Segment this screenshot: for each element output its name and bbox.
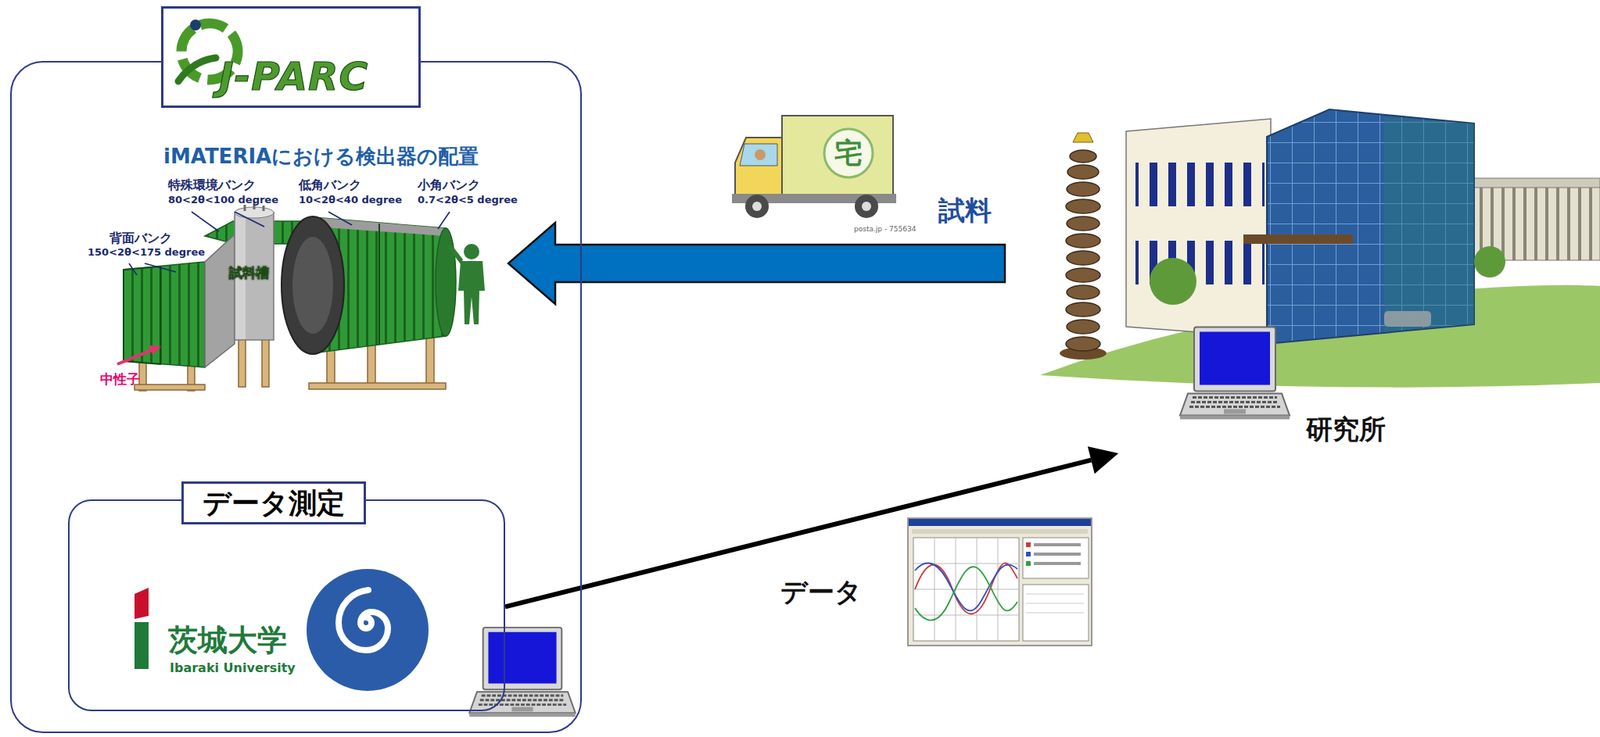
angle-range: 0.7<2θ<5 degree xyxy=(417,194,518,207)
laptop-icon xyxy=(469,627,575,718)
edge-label: 試料 xyxy=(938,195,992,227)
laptop-icon xyxy=(1180,327,1290,420)
graph-window xyxy=(907,518,1092,646)
angle-range: 150<2θ<175 degree xyxy=(87,247,205,259)
edge-label: データ xyxy=(780,577,862,608)
research-lab: 研究所 xyxy=(1004,101,1600,454)
arrow-line xyxy=(505,460,1091,608)
research-building xyxy=(1040,109,1600,388)
part-name: 試料槽 xyxy=(229,265,270,282)
image-watermark: posta.jp - 755634 xyxy=(853,225,916,234)
institute-logo xyxy=(306,569,429,692)
university-logo xyxy=(134,588,149,670)
detector-drawing xyxy=(117,201,485,392)
block-arrow xyxy=(508,222,1005,305)
angle-range: 10<2θ<40 degree xyxy=(298,194,402,207)
figure-title: iMATERIAにおける検出器の配置 xyxy=(163,145,479,169)
part-name: 小角バンク xyxy=(417,178,481,193)
angle-range: 80<2θ<100 degree xyxy=(168,194,279,207)
beam-label: 中性子 xyxy=(100,372,140,388)
part-name: 特殊環境バンク xyxy=(168,178,256,193)
box-heading: データ測定 xyxy=(181,481,366,525)
delivery-truck xyxy=(731,115,897,219)
university-name: 茨城大学 xyxy=(168,624,287,659)
part-name: 背面バンク xyxy=(109,231,173,246)
arrow-head xyxy=(1087,446,1119,474)
measurement-box: データ測定 xyxy=(68,499,506,712)
sample-arrow xyxy=(508,222,1005,305)
facility-region: J-PARCiMATERIAにおける検出器の配置データ測定 xyxy=(10,60,582,734)
logo-text: J-PARC xyxy=(218,54,369,101)
part-name: 低角バンク xyxy=(298,178,362,193)
truck-mark: 宅 xyxy=(834,136,863,169)
data-arrow xyxy=(505,446,1119,607)
place-label: 研究所 xyxy=(1305,414,1386,445)
university-name: Ibaraki University xyxy=(169,661,296,676)
